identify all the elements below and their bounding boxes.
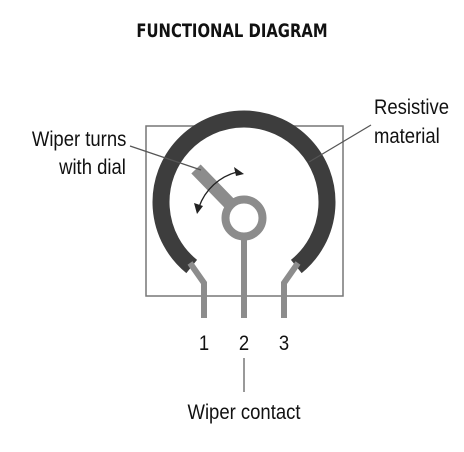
pin-label-3: 3 (278, 332, 290, 355)
label-wiper-contact: Wiper contact (187, 401, 301, 424)
label-resistive-line1: Resistive (374, 96, 449, 119)
terminal-1-lead (187, 261, 207, 318)
label-wiper-turns-line2: with dial (59, 156, 126, 179)
resistive-callout-line (308, 124, 372, 163)
resistive-track (152, 110, 336, 274)
rotation-arrowhead-top (234, 167, 244, 176)
pin-label-1: 1 (198, 332, 210, 355)
diagram-title: FUNCTIONAL DIAGRAM (136, 20, 328, 42)
wiper-hub (221, 195, 267, 241)
rotation-arrow-arc (198, 171, 238, 208)
label-wiper-turns-line1: Wiper turns (31, 128, 126, 151)
wiper-callout-line (129, 145, 202, 171)
rotation-arrowhead-bottom (194, 203, 203, 214)
label-resistive-line2: material (374, 125, 440, 148)
pin-label-2: 2 (238, 332, 250, 355)
terminal-3-lead (281, 261, 301, 318)
